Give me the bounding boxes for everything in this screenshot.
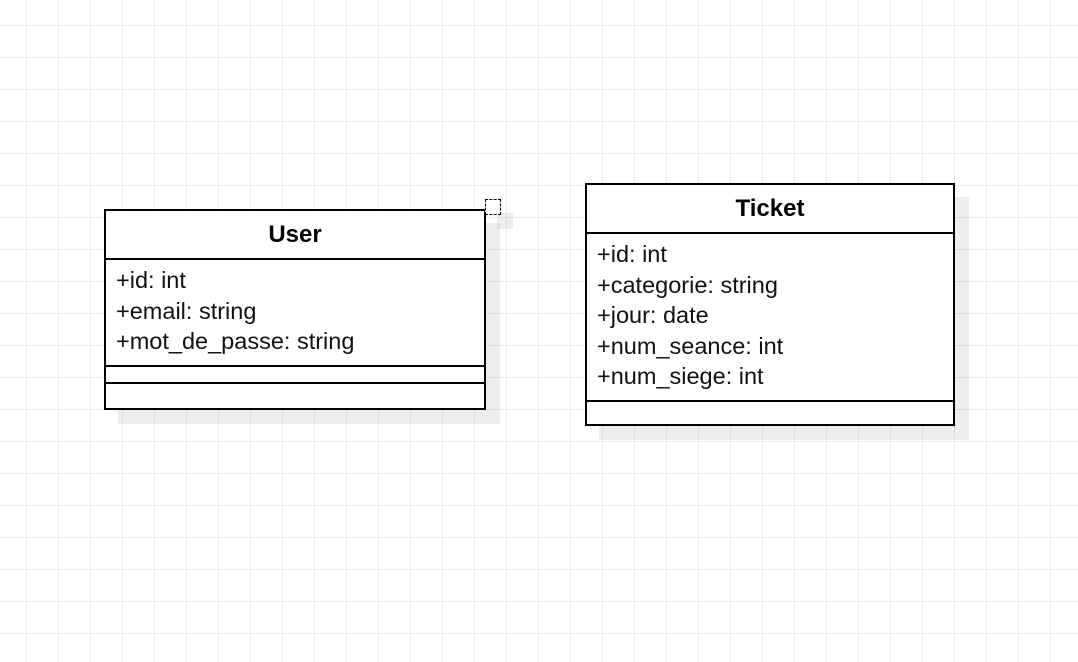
attribute[interactable]: +num_siege: int xyxy=(597,363,764,389)
attribute[interactable]: +email: string xyxy=(116,297,257,324)
attribute[interactable]: +jour: date xyxy=(597,302,709,328)
class-attributes[interactable]: +id: int +email: string +mot_de_passe: s… xyxy=(106,260,484,367)
attribute[interactable]: +id: int xyxy=(597,241,667,267)
attribute[interactable]: +id: int xyxy=(116,267,186,293)
class-ticket[interactable]: Ticket +id: int +categorie: string +jour… xyxy=(585,183,955,426)
class-operations-section[interactable] xyxy=(587,402,953,422)
class-name[interactable]: Ticket xyxy=(587,185,953,234)
class-user[interactable]: User +id: int +email: string +mot_de_pas… xyxy=(104,209,486,410)
attribute[interactable]: +mot_de_passe: string xyxy=(116,328,355,354)
class-extra-section[interactable] xyxy=(106,384,484,404)
class-name[interactable]: User xyxy=(106,211,484,260)
attribute[interactable]: +categorie: string xyxy=(597,271,778,298)
selection-handle[interactable] xyxy=(485,199,501,215)
attribute[interactable]: +num_seance: int xyxy=(597,332,784,359)
class-attributes[interactable]: +id: int +categorie: string +jour: date … xyxy=(587,234,953,402)
class-operations-section[interactable] xyxy=(106,367,484,384)
